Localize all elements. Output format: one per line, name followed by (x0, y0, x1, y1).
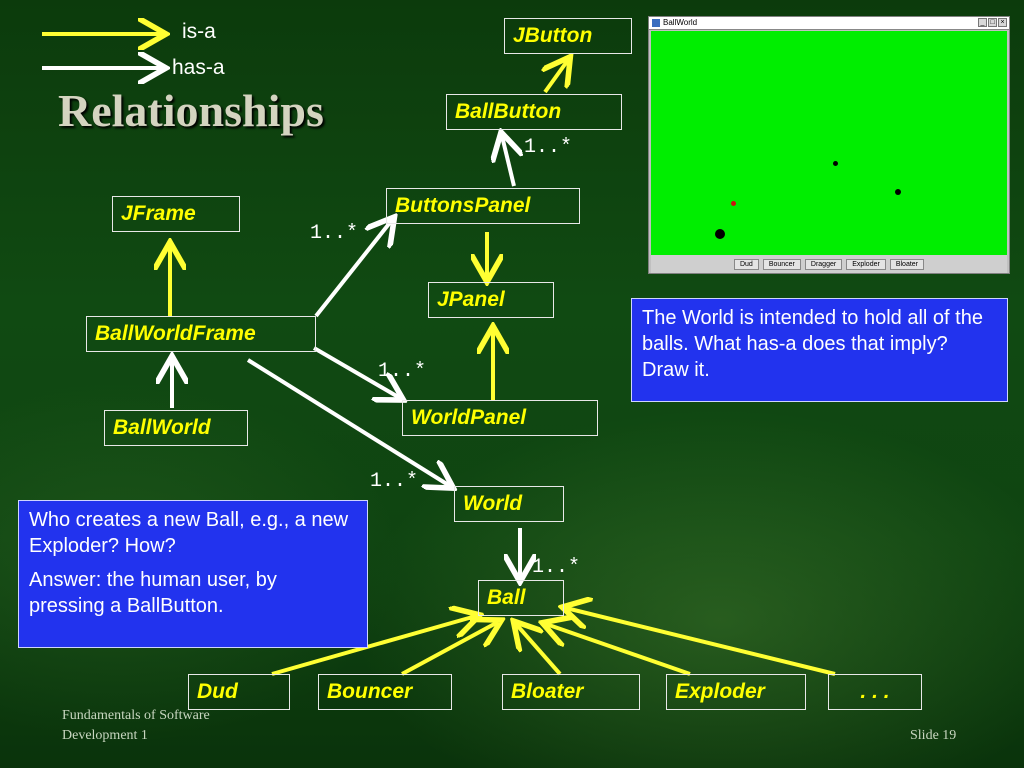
dragger-button[interactable]: Dragger (804, 258, 843, 270)
maximize-button[interactable]: □ (988, 18, 997, 27)
isa-more-ball (566, 608, 836, 676)
minimize-button[interactable]: _ (978, 18, 987, 27)
mult-worldpanel: 1..* (378, 360, 427, 383)
class-ballbutton: BallButton (446, 94, 622, 130)
class-more: . . . (828, 674, 922, 710)
ballworld-window: BallWorld _ □ × Dud Bouncer Dragger Expl… (648, 16, 1010, 274)
class-bloater: Bloater (502, 674, 640, 710)
hasa-ballworldframe-world (246, 358, 450, 486)
window-controls: _ □ × (978, 18, 1007, 27)
class-exploder: Exploder (666, 674, 806, 710)
class-ballworld: BallWorld (104, 410, 248, 446)
mult-world: 1..* (370, 470, 419, 493)
ball-black-large (715, 229, 725, 239)
class-bouncer: Bouncer (318, 674, 452, 710)
class-jpanel: JPanel (428, 282, 554, 318)
bouncer-button[interactable]: Bouncer (762, 258, 801, 270)
mult-ballbutton: 1..* (524, 136, 573, 159)
class-buttonspanel: ButtonsPanel (386, 188, 580, 224)
footer-course-line1: Fundamentals of Software (62, 708, 210, 723)
class-worldpanel: WorldPanel (402, 400, 598, 436)
isa-exploder-ball (546, 624, 691, 676)
close-button[interactable]: × (998, 18, 1007, 27)
ball-red (731, 201, 736, 206)
footer-course-line2: Development 1 (62, 728, 148, 743)
class-jframe: JFrame (112, 196, 240, 232)
class-jbutton: JButton (504, 18, 632, 54)
note-question: Who creates a new Ball, e.g., a new Expl… (29, 509, 349, 557)
hasa-buttonspanel-ballbutton (502, 136, 514, 187)
mult-buttonspanel: 1..* (310, 222, 359, 245)
world-canvas[interactable] (651, 31, 1007, 269)
note-who-creates-ball: Who creates a new Ball, e.g., a new Expl… (18, 500, 368, 648)
class-ball: Ball (478, 580, 564, 616)
footer-slide-number: Slide 19 (910, 728, 957, 743)
legend-isa-label: is-a (182, 20, 216, 43)
isa-bloater-ball (516, 624, 562, 676)
isa-dud-ball (271, 616, 476, 676)
isa-bouncer-ball (401, 622, 498, 676)
dud-button[interactable]: Dud (733, 258, 759, 270)
mult-ball: 1..* (532, 556, 581, 579)
class-world: World (454, 486, 564, 522)
footer-course: Fundamentals of Software Development 1 (62, 706, 210, 746)
note-answer: Answer: the human user, by pressing a Ba… (29, 569, 277, 617)
window-button-bar: Dud Bouncer Dragger Exploder Bloater (651, 255, 1007, 273)
legend-hasa-label: has-a (172, 56, 225, 79)
window-title: BallWorld (663, 18, 698, 27)
class-dud: Dud (188, 674, 290, 710)
ball-black (895, 189, 901, 195)
hasa-ballworldframe-worldpanel (312, 346, 400, 398)
note-world-text: The World is intended to hold all of the… (642, 307, 983, 381)
slide-title: Relationships (58, 85, 324, 136)
exploder-button[interactable]: Exploder (846, 258, 886, 270)
app-icon (652, 19, 660, 27)
class-ballworldframe: BallWorldFrame (86, 316, 316, 352)
isa-ballbutton-jbutton (545, 60, 568, 94)
note-world-holds-balls: The World is intended to hold all of the… (631, 298, 1008, 402)
window-title-bar: BallWorld _ □ × (649, 17, 1009, 30)
bloater-button[interactable]: Bloater (889, 258, 925, 270)
ball-black-small (833, 161, 838, 166)
hasa-ballworldframe-buttonspanel (314, 220, 392, 318)
